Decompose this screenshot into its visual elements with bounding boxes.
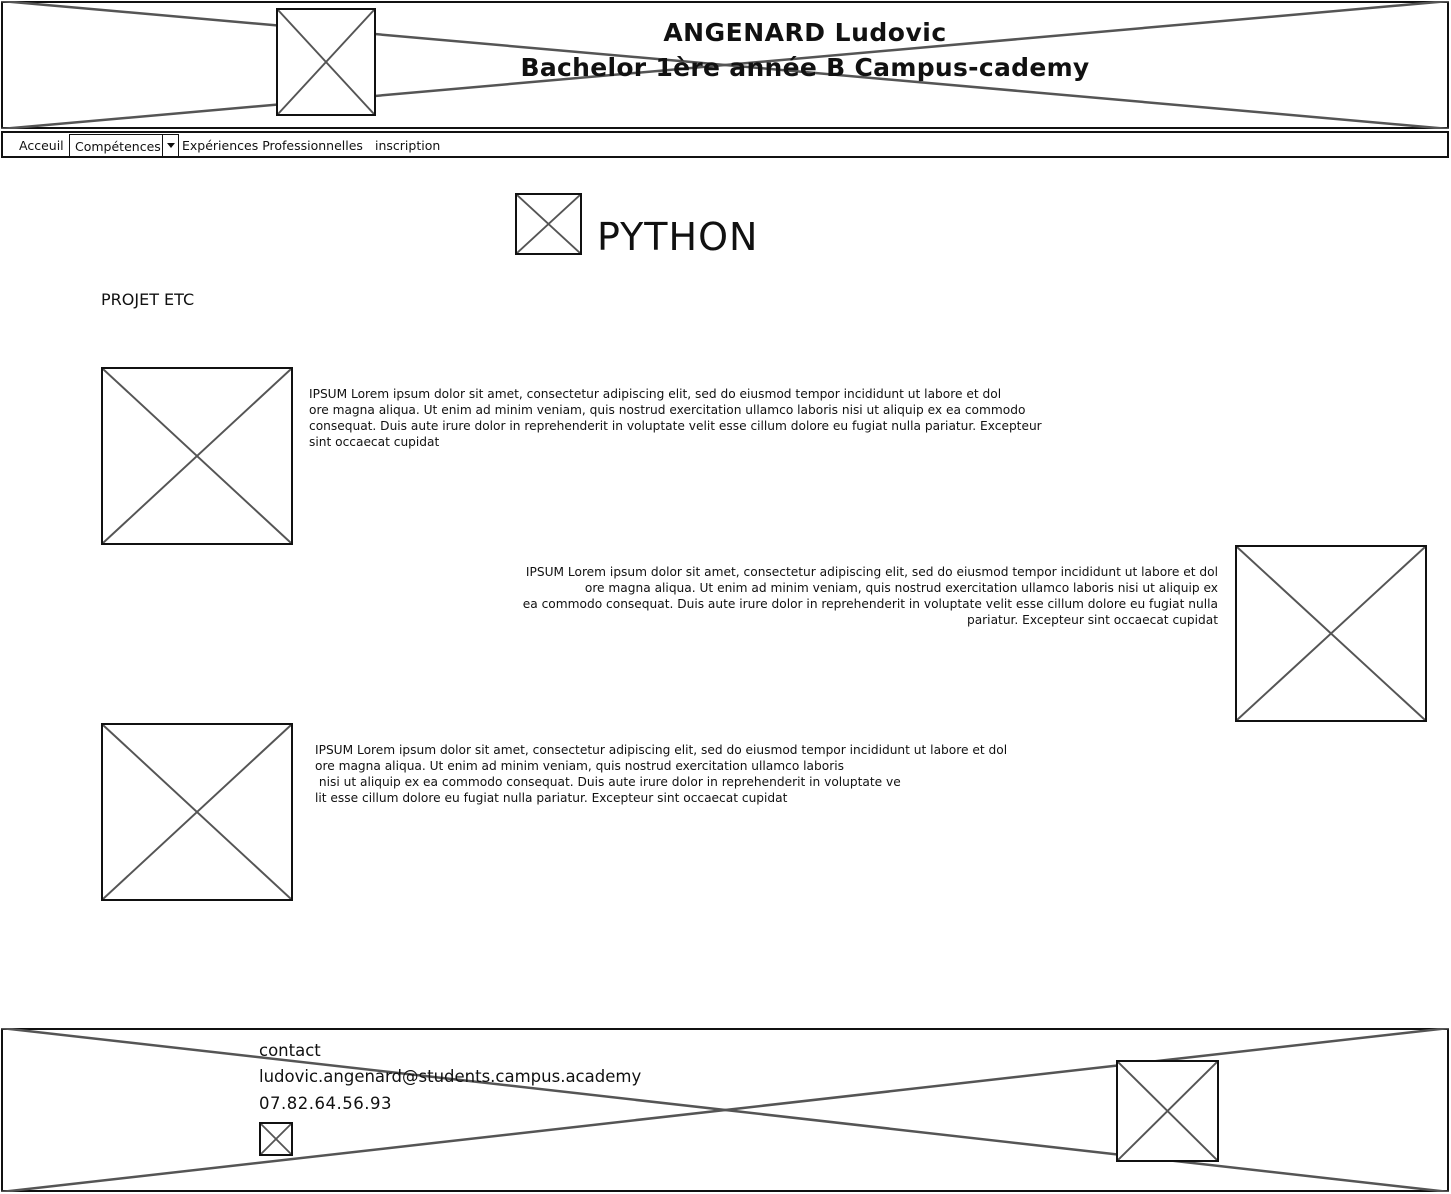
nav-item-experiences[interactable]: Expériences Professionnelles — [182, 138, 363, 153]
project-image-1 — [101, 367, 293, 545]
contact-label: contact — [259, 1041, 321, 1060]
header-banner — [1, 1, 1449, 129]
text-line: lit esse cillum dolore eu fugiat nulla p… — [315, 791, 788, 805]
text-line: pariatur. Excepteur sint occaecat cupida… — [966, 613, 1218, 627]
footer-small-icon[interactable] — [259, 1122, 293, 1156]
text-line: sint occaecat cupidat — [309, 435, 440, 449]
contact-email[interactable]: ludovic.angenard@students.campus.academy — [259, 1067, 642, 1086]
text-line: ore magna aliqua. Ut enim ad minim venia… — [315, 759, 844, 773]
text-line: IPSUM Lorem ipsum dolor sit amet, consec… — [525, 565, 1218, 579]
text-line: IPSUM Lorem ipsum dolor sit amet, consec… — [315, 743, 1008, 757]
project-description-2: IPSUM Lorem ipsum dolor sit amet, consec… — [523, 564, 1218, 628]
chevron-down-icon[interactable] — [162, 134, 179, 157]
text-line: IPSUM Lorem ipsum dolor sit amet, consec… — [309, 387, 1002, 401]
nav-dropdown-label: Compétences — [75, 139, 161, 154]
page-title: PYTHON — [597, 215, 759, 259]
text-line: ea commodo consequat. Duis aute irure do… — [522, 597, 1218, 611]
header-logo-image — [276, 8, 376, 116]
text-line: consequat. Duis aute irure dolor in repr… — [309, 419, 1042, 433]
nav-item-acceuil[interactable]: Acceuil — [19, 138, 64, 153]
footer-banner — [1, 1028, 1449, 1192]
python-logo-image — [515, 193, 582, 255]
text-line: ore magna aliqua. Ut enim ad minim venia… — [584, 581, 1218, 595]
footer-image — [1116, 1060, 1219, 1162]
nav-dropdown-competences[interactable]: Compétences — [69, 134, 179, 158]
nav-bar: Acceuil Compétences Expériences Professi… — [1, 131, 1449, 158]
text-line: nisi ut aliquip ex ea commodo consequat.… — [315, 775, 901, 789]
project-description-3: IPSUM Lorem ipsum dolor sit amet, consec… — [315, 742, 1007, 806]
header-subtitle: Bachelor 1ère année B Campus-cademy — [520, 53, 1090, 82]
project-image-3 — [101, 723, 293, 901]
section-label: PROJET ETC — [101, 290, 195, 309]
nav-item-inscription[interactable]: inscription — [375, 138, 441, 153]
contact-phone[interactable]: 07.82.64.56.93 — [259, 1094, 392, 1113]
text-line: ore magna aliqua. Ut enim ad minim venia… — [309, 403, 1026, 417]
project-description-1: IPSUM Lorem ipsum dolor sit amet, consec… — [309, 386, 1042, 450]
project-image-2 — [1235, 545, 1427, 722]
header-title: ANGENARD Ludovic — [663, 18, 947, 47]
